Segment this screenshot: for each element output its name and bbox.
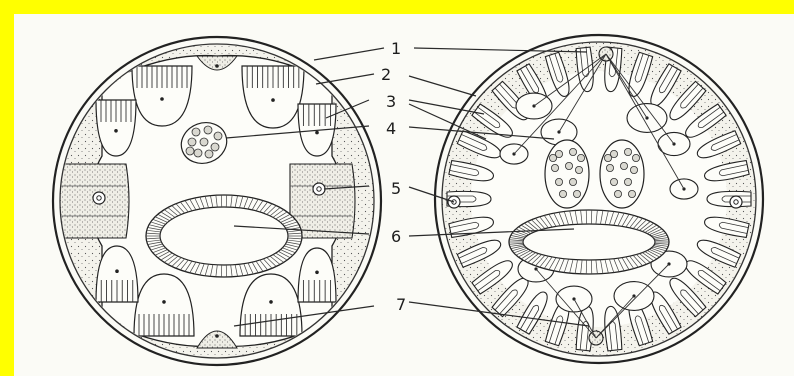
left-excretory-canal-b bbox=[313, 183, 325, 195]
number-labels: 1 2 3 4 5 6 7 bbox=[381, 39, 406, 314]
egg bbox=[551, 164, 558, 171]
egg bbox=[569, 148, 576, 155]
muscle-nucleus bbox=[160, 97, 164, 101]
muscle-nucleus bbox=[315, 271, 319, 275]
muscle-nucleus bbox=[114, 129, 118, 133]
egg bbox=[573, 190, 580, 197]
muscle-nucleus bbox=[315, 131, 319, 135]
egg bbox=[555, 178, 562, 185]
egg bbox=[565, 162, 572, 169]
label-6: 6 bbox=[391, 227, 401, 246]
label-7: 7 bbox=[396, 295, 406, 314]
left-lateral-chord-left bbox=[54, 164, 129, 238]
left-dorsal-nerve bbox=[215, 64, 219, 68]
egg bbox=[628, 190, 635, 197]
egg bbox=[549, 154, 556, 161]
label-2: 2 bbox=[381, 65, 391, 84]
left-excretory-canal-a bbox=[93, 192, 105, 204]
left-egg bbox=[214, 132, 222, 140]
muscle-nucleus bbox=[162, 300, 166, 304]
left-egg bbox=[200, 138, 208, 146]
left-egg bbox=[192, 128, 200, 136]
right-gonad-a bbox=[545, 140, 589, 208]
left-cross-section bbox=[53, 37, 381, 365]
egg bbox=[569, 178, 576, 185]
left-egg bbox=[188, 138, 196, 146]
left-ventral-nerve bbox=[215, 334, 219, 338]
left-egg bbox=[205, 150, 213, 158]
egg bbox=[624, 148, 631, 155]
egg bbox=[604, 154, 611, 161]
gonad-wall bbox=[600, 140, 644, 208]
left-egg bbox=[186, 147, 194, 155]
muscle-nucleus bbox=[271, 98, 275, 102]
right-excretory-canal-b bbox=[730, 196, 742, 208]
egg bbox=[624, 178, 631, 185]
left-egg bbox=[204, 126, 212, 134]
muscle-nucleus bbox=[115, 269, 119, 273]
left-egg bbox=[211, 143, 219, 151]
right-cross-section bbox=[435, 35, 763, 363]
egg bbox=[632, 154, 639, 161]
muscle-nucleus bbox=[269, 300, 273, 304]
cross-section-diagram: 1 2 3 4 5 6 7 bbox=[14, 14, 794, 376]
leader-1-left bbox=[314, 48, 384, 60]
gonad-wall bbox=[545, 140, 589, 208]
egg bbox=[577, 154, 584, 161]
label-3: 3 bbox=[386, 92, 396, 111]
leader-2-right bbox=[409, 76, 476, 96]
figure-canvas: 1 2 3 4 5 6 7 bbox=[14, 14, 794, 376]
label-4: 4 bbox=[386, 119, 396, 138]
right-muscle-cell bbox=[707, 191, 751, 206]
label-5: 5 bbox=[391, 179, 401, 198]
right-gonad-b bbox=[600, 140, 644, 208]
egg bbox=[606, 164, 613, 171]
right-intestine-lumen bbox=[523, 224, 655, 260]
left-intestine-lumen bbox=[160, 207, 288, 265]
egg bbox=[630, 166, 637, 173]
egg bbox=[610, 178, 617, 185]
egg bbox=[620, 162, 627, 169]
left-egg bbox=[194, 149, 202, 157]
label-1: 1 bbox=[391, 39, 401, 58]
egg bbox=[614, 190, 621, 197]
egg bbox=[575, 166, 582, 173]
egg bbox=[559, 190, 566, 197]
lateral-chord bbox=[54, 164, 129, 238]
